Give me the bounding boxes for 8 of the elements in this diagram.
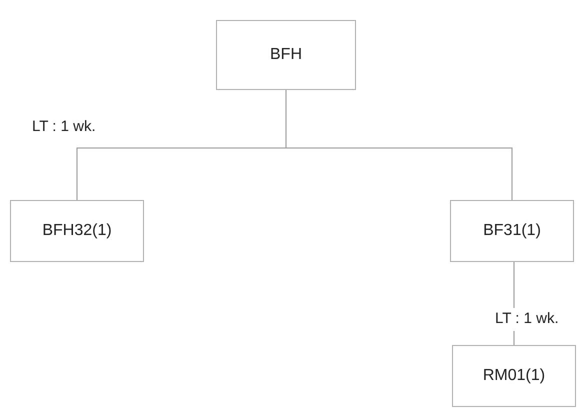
box-label: BFH (270, 45, 302, 65)
box-label: BF31(1) (483, 221, 541, 241)
box-label: RM01(1) (482, 366, 546, 386)
process-box (10, 200, 144, 262)
process-box (216, 20, 356, 90)
process-box (452, 345, 576, 407)
process-box (450, 200, 574, 262)
box-label: BFH32(1) (42, 221, 112, 241)
